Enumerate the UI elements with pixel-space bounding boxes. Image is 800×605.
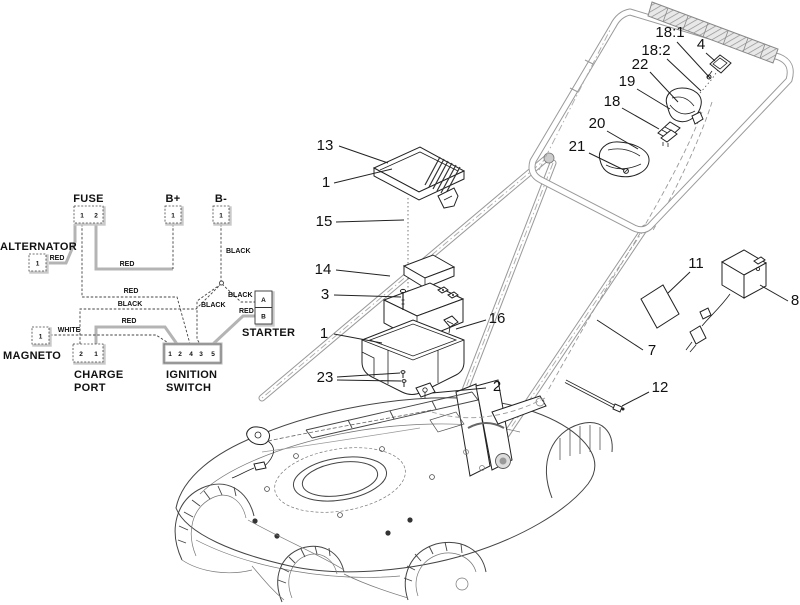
callout-16: 16 [489,310,506,327]
alternator-terminal: 1 [36,261,40,268]
front-left-wheel-arch [174,483,255,574]
foam-pad-part [402,254,456,289]
callout-11: 11 [688,255,704,272]
starter-block: A B STARTER [242,290,295,339]
switch-housing-part [665,87,704,125]
b-minus-terminal: 1 [219,213,223,220]
switch-cover-part [598,141,650,178]
harness-connector-part [699,54,732,94]
front-right-wheel-arch [403,541,487,601]
wire-harness-route [546,101,713,393]
callout-19: 19 [619,73,636,90]
ignition-terminal-3: 3 [199,351,203,358]
callout-4: 4 [697,36,705,53]
clamp-part [415,382,436,398]
deck-bolts [252,517,413,539]
callout-22: 22 [632,56,649,73]
callout-20: 20 [589,115,606,132]
upper-handle-loop [528,1,794,234]
lower-handle-tubes [258,152,649,460]
callouts: 13 1 15 14 3 1 16 23 2 11 8 7 12 18:1 18… [315,24,799,407]
wire-label-cp-red: RED [122,318,137,325]
wire-label-cp-black: BLACK [118,301,143,308]
wiring-diagram: FUSE 1 2 B+ 1 B- 1 ALTERNATOR 1 [0,193,295,394]
b-plus-label: B+ [166,193,181,205]
callout-1a: 1 [322,174,330,191]
clip-part [443,315,459,334]
key-connector-part [657,121,681,147]
b-plus-terminal: 1 [171,213,175,220]
wire-label-starter-a-black: BLACK [228,292,253,299]
wire-label-fuse-bplus-red: RED [120,261,135,268]
ignition-terminal-2: 2 [178,351,182,358]
starter-label: STARTER [242,327,295,339]
callout-2: 2 [493,378,501,395]
alternator-label: ALTERNATOR [0,241,77,253]
callout-18-2: 18:2 [641,42,670,59]
charge-port-block: 2 1 CHARGE PORT [72,343,123,394]
fuse-terminal-2: 2 [94,213,98,220]
rear-right-wheel-arch [546,422,613,499]
ignition-switch-block: 1 2 4 3 5 IGNITION SWITCH [162,342,223,394]
exploded-parts [361,54,768,413]
charge-port-terminal-1: 1 [94,351,98,358]
callout-12: 12 [652,379,669,396]
callout-21: 21 [569,138,586,155]
callout-1b: 1 [320,325,328,342]
callout-7: 7 [648,342,656,359]
screws-part [400,370,407,387]
callout-8: 8 [791,292,799,309]
wire-label-starter-b-red: RED [239,308,254,315]
wire-label-magneto-white: WHITE [58,327,81,334]
callout-23: 23 [317,369,334,386]
deck-harness [431,397,546,419]
deck-cable [267,409,433,442]
ignition-terminal-5: 5 [211,351,215,358]
charge-port-terminal-2: 2 [79,351,83,358]
callout-18-1: 18:1 [655,24,684,41]
b-minus-label: B- [215,193,227,205]
callout-18: 18 [604,93,621,110]
wire-label-alt-red: RED [50,255,65,262]
bolt-part [399,288,407,310]
mower-deck [174,379,613,603]
cable-tie-part [564,379,625,413]
b-minus-block: B- 1 [212,193,232,226]
deck-cable-2 [261,427,421,453]
left-cable-bracket [231,426,274,479]
magneto-terminal: 1 [39,334,43,341]
ignition-terminal-1: 1 [168,351,172,358]
label-pad-part [640,284,680,329]
engine-mount-detail [429,411,465,433]
fuse-terminal-1: 1 [80,213,84,220]
ignition-label-2: SWITCH [166,382,211,394]
fuse-block: FUSE 1 2 [73,193,106,226]
magneto-block: MAGNETO 1 [3,326,61,362]
magneto-label: MAGNETO [3,350,61,362]
alternator-block: ALTERNATOR 1 [0,241,77,274]
fuse-label: FUSE [73,193,104,205]
charge-port-label-1: CHARGE [74,369,123,381]
wire-label-fuse-ign-red: RED [124,288,139,295]
b-plus-block: B+ 1 [164,193,184,226]
battery-box-part [361,319,465,395]
wire-label-ign3-black: BLACK [201,302,226,309]
callout-3: 3 [321,286,329,303]
handle-mount-bracket [455,379,547,477]
ignition-label-1: IGNITION [166,369,217,381]
callout-14: 14 [315,261,332,278]
deck-ring-bolts [264,446,435,518]
ignition-terminal-4: 4 [189,351,193,358]
starter-terminal-b: B [261,314,266,321]
callout-15: 15 [316,213,333,230]
battery-cover-part [372,146,466,209]
battery-box-rail [305,391,479,439]
callout-13: 13 [317,137,334,154]
wire-label-bminus-black: BLACK [226,248,251,255]
starter-terminal-a: A [261,297,266,304]
charge-port-label-2: PORT [74,382,106,394]
charger-part [685,249,768,353]
handle-grip [647,1,779,64]
